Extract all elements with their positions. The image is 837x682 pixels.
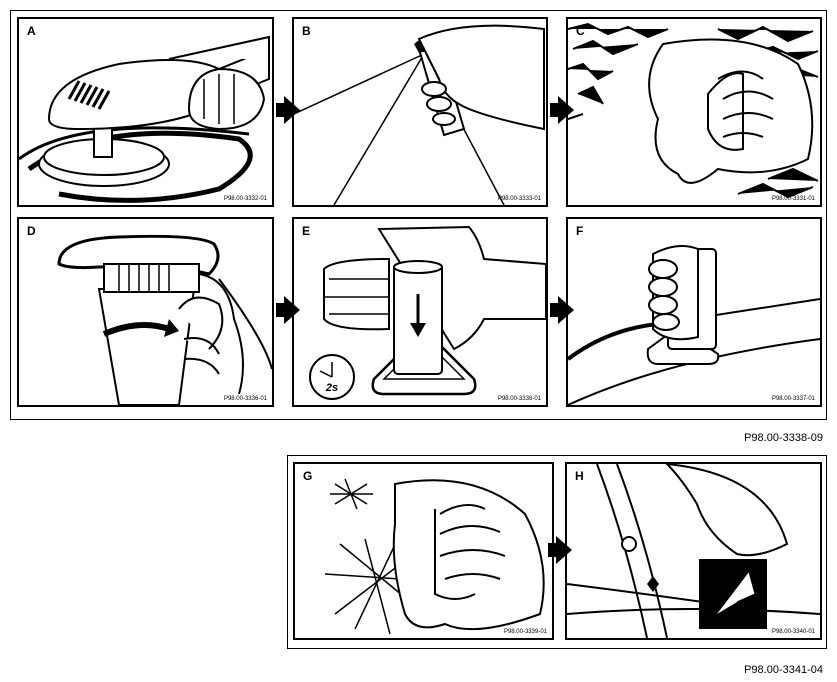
panel-b: B P98.00-3333-01 — [292, 17, 548, 207]
panel-label: A — [27, 24, 36, 38]
wiping-cloth-illustration — [568, 22, 819, 199]
figure-code-2: P98.00-3341-04 — [744, 664, 823, 676]
panel-code: P98.00-3340-01 — [771, 629, 815, 635]
door-seal-illustration — [567, 464, 820, 638]
panel-label: E — [302, 224, 311, 238]
instruction-group-2: G P98.00-3339-01 H — [287, 455, 827, 649]
panel-code: P98.00-3338-01 — [497, 396, 541, 402]
instruction-group-1: A P98.00-3332-01 B — [10, 10, 827, 420]
panel-label: G — [303, 469, 313, 483]
panel-g: G P98.00-3339-01 — [293, 462, 554, 640]
panel-code: P98.00-3337-01 — [771, 396, 815, 402]
panel-code: P98.00-3339-01 — [503, 629, 547, 635]
panel-label: H — [575, 469, 584, 483]
panel-h: H P98.00-3340-01 — [565, 462, 822, 640]
panel-d: D P98.00-3336-01 — [17, 217, 274, 407]
press-dispenser-illustration: 2s — [309, 225, 546, 400]
panel-code: P98.00-3336-01 — [223, 396, 267, 402]
polisher-illustration — [19, 35, 270, 203]
unscrew-cap-illustration — [57, 234, 272, 405]
step-arrow-icon — [276, 296, 300, 324]
panel-code: P98.00-3332-01 — [223, 196, 267, 202]
panel-label: D — [27, 224, 36, 238]
panel-c: C P98.00-3331-01 — [566, 17, 822, 207]
panel-code: P98.00-3333-01 — [497, 196, 541, 202]
panel-e: E 2s P98.00-3338-01 — [292, 217, 548, 407]
apply-to-surface-illustration — [568, 244, 820, 405]
panel-label: F — [576, 224, 584, 238]
polish-shine-illustration — [324, 478, 545, 635]
step-arrow-icon — [550, 296, 574, 324]
panel-f: F P98.00-3337-01 — [566, 217, 822, 407]
panel-code: P98.00-3331-01 — [771, 196, 815, 202]
figure-code-1: P98.00-3338-09 — [744, 432, 823, 444]
step-arrow-icon — [276, 96, 300, 124]
step-arrow-icon — [548, 536, 572, 564]
spray-can-illustration — [294, 24, 545, 205]
step-arrow-icon — [550, 96, 574, 124]
panel-label: B — [302, 24, 311, 38]
timer-label: 2s — [325, 382, 338, 394]
panel-a: A P98.00-3332-01 — [17, 17, 274, 207]
sparkle-icon — [330, 478, 373, 510]
panel-label: C — [576, 24, 585, 38]
